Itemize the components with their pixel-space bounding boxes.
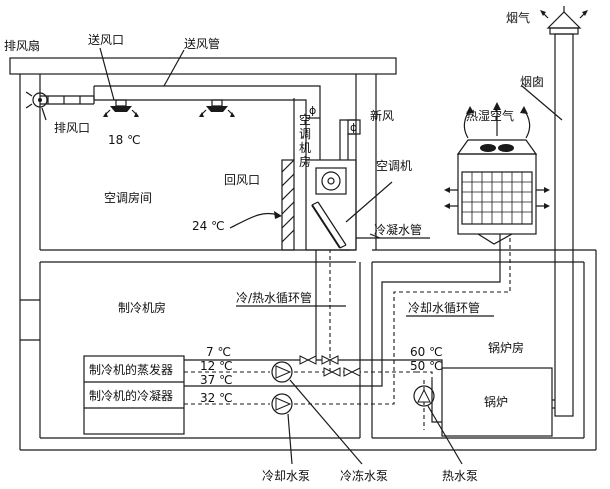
label-t60: 60 ℃	[410, 345, 443, 359]
text-labels: 排风扇 送风口 送风管 烟气 烟囱 新风 热湿空气 排风口 18 ℃ 回风口 空…	[4, 10, 544, 483]
chimney	[540, 6, 588, 417]
hot-water-pump-icon	[413, 385, 435, 407]
label-evaporator: 制冷机的蒸发器	[89, 362, 173, 377]
label-chw-pipe: 冷/热水循环管	[236, 290, 312, 305]
label-chilled-pump: 冷冻水泵	[340, 468, 388, 483]
label-exhaust-fan: 排风扇	[4, 38, 40, 53]
label-supply-outlet: 送风口	[88, 32, 124, 47]
supply-duct: ϕ	[93, 85, 321, 160]
label-supply-duct: 送风管	[184, 36, 220, 51]
hot-water-loop	[431, 380, 442, 423]
label-smoke: 烟气	[506, 10, 530, 25]
label-hot-humid-air: 热湿空气	[466, 108, 514, 123]
label-boiler-room: 锅炉房	[488, 340, 524, 355]
svg-text:ϕ: ϕ	[309, 104, 316, 117]
label-t12: 12 ℃	[200, 359, 233, 373]
label-condensate-pipe: 冷凝水管	[374, 222, 422, 237]
label-ac-room: 空调机房	[299, 113, 311, 169]
valves	[299, 355, 361, 377]
label-condenser: 制冷机的冷凝器	[89, 388, 173, 403]
label-temp-18: 18 ℃	[108, 133, 141, 147]
label-t32: 32 ℃	[200, 391, 233, 405]
label-return-outlet: 回风口	[224, 173, 260, 187]
label-boiler: 锅炉	[484, 394, 508, 409]
supply-diffuser-2	[199, 99, 235, 117]
label-fresh-air: 新风	[370, 108, 394, 123]
chiller	[83, 355, 185, 435]
cooling-tower	[444, 102, 550, 245]
ac-room-partition	[281, 98, 295, 251]
label-cw-pipe: 冷却水循环管	[408, 300, 480, 315]
chilled-water-pump-icon	[271, 361, 293, 383]
boiler	[441, 367, 555, 437]
label-conditioned-room: 空调房间	[104, 190, 152, 205]
cooling-water-pump-icon	[271, 393, 293, 415]
label-exhaust-outlet: 排风口	[54, 121, 90, 135]
label-cooling-pump: 冷却水泵	[262, 469, 310, 483]
svg-text:ϕ: ϕ	[350, 121, 357, 134]
supply-diffuser-1	[103, 99, 139, 117]
exhaust-pipe	[40, 95, 95, 105]
leader-lines	[41, 47, 563, 465]
label-chiller-room: 制冷机房	[118, 300, 166, 315]
return-air-flow	[229, 212, 279, 229]
exhaust-fan-icon	[25, 91, 48, 109]
label-t37: 37 ℃	[200, 373, 233, 387]
cooling-water-pipes	[184, 234, 511, 405]
roof-slab	[9, 57, 397, 75]
label-chimney: 烟囱	[520, 75, 544, 89]
ac-unit	[305, 159, 357, 251]
label-t7: 7 ℃	[206, 345, 231, 359]
label-ac-unit: 空调机	[376, 159, 412, 173]
building-outline	[9, 57, 597, 451]
label-temp-24: 24 ℃	[192, 219, 225, 233]
label-hot-pump: 热水泵	[442, 469, 478, 483]
fresh-air-duct: ϕ	[339, 119, 361, 160]
label-t50: 50 ℃	[410, 359, 443, 373]
